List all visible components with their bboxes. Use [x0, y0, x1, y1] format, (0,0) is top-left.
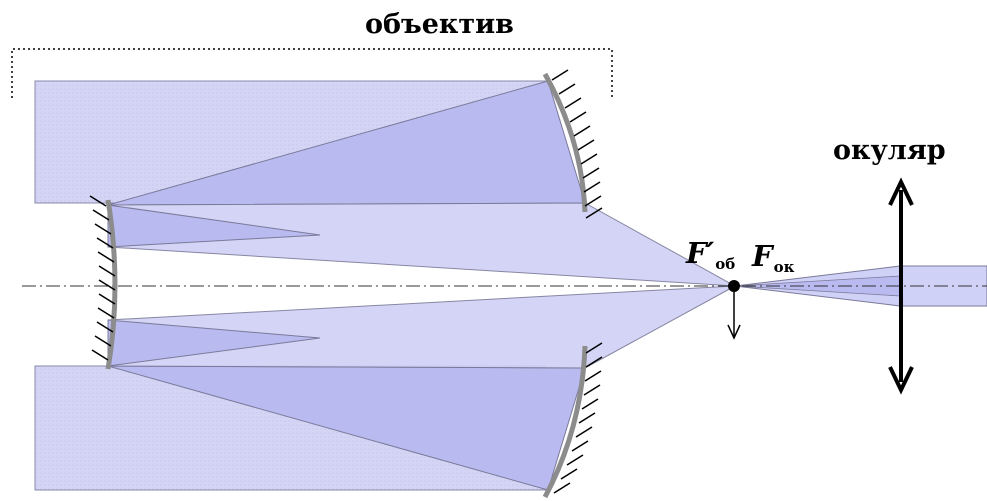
beam-cone-lower: [107, 285, 736, 369]
objective-focus-subscript: об: [715, 255, 736, 273]
primary-mirror-top: [542, 69, 603, 219]
objective-focus-label: F′об: [686, 236, 735, 273]
beam-cone-upper: [107, 202, 736, 287]
eyepiece-lens: [888, 177, 914, 395]
primary-mirror-bottom: [542, 342, 603, 499]
eyepiece-focus-subscript: ок: [773, 258, 795, 276]
focal-point: [728, 280, 740, 292]
objective-focus-letter: F′: [686, 236, 715, 270]
eyepiece-focus-label: Fок: [752, 239, 794, 276]
image-arrow: [727, 292, 741, 340]
beam-cone-inner-lower: [107, 319, 321, 367]
eyepiece-label: окуляр: [833, 135, 946, 166]
secondary-mirror: [89, 195, 118, 370]
eyepiece-focus-letter: F: [752, 239, 773, 273]
objective-label: объектив: [365, 9, 514, 40]
beam-cone-inner-upper: [107, 204, 321, 248]
